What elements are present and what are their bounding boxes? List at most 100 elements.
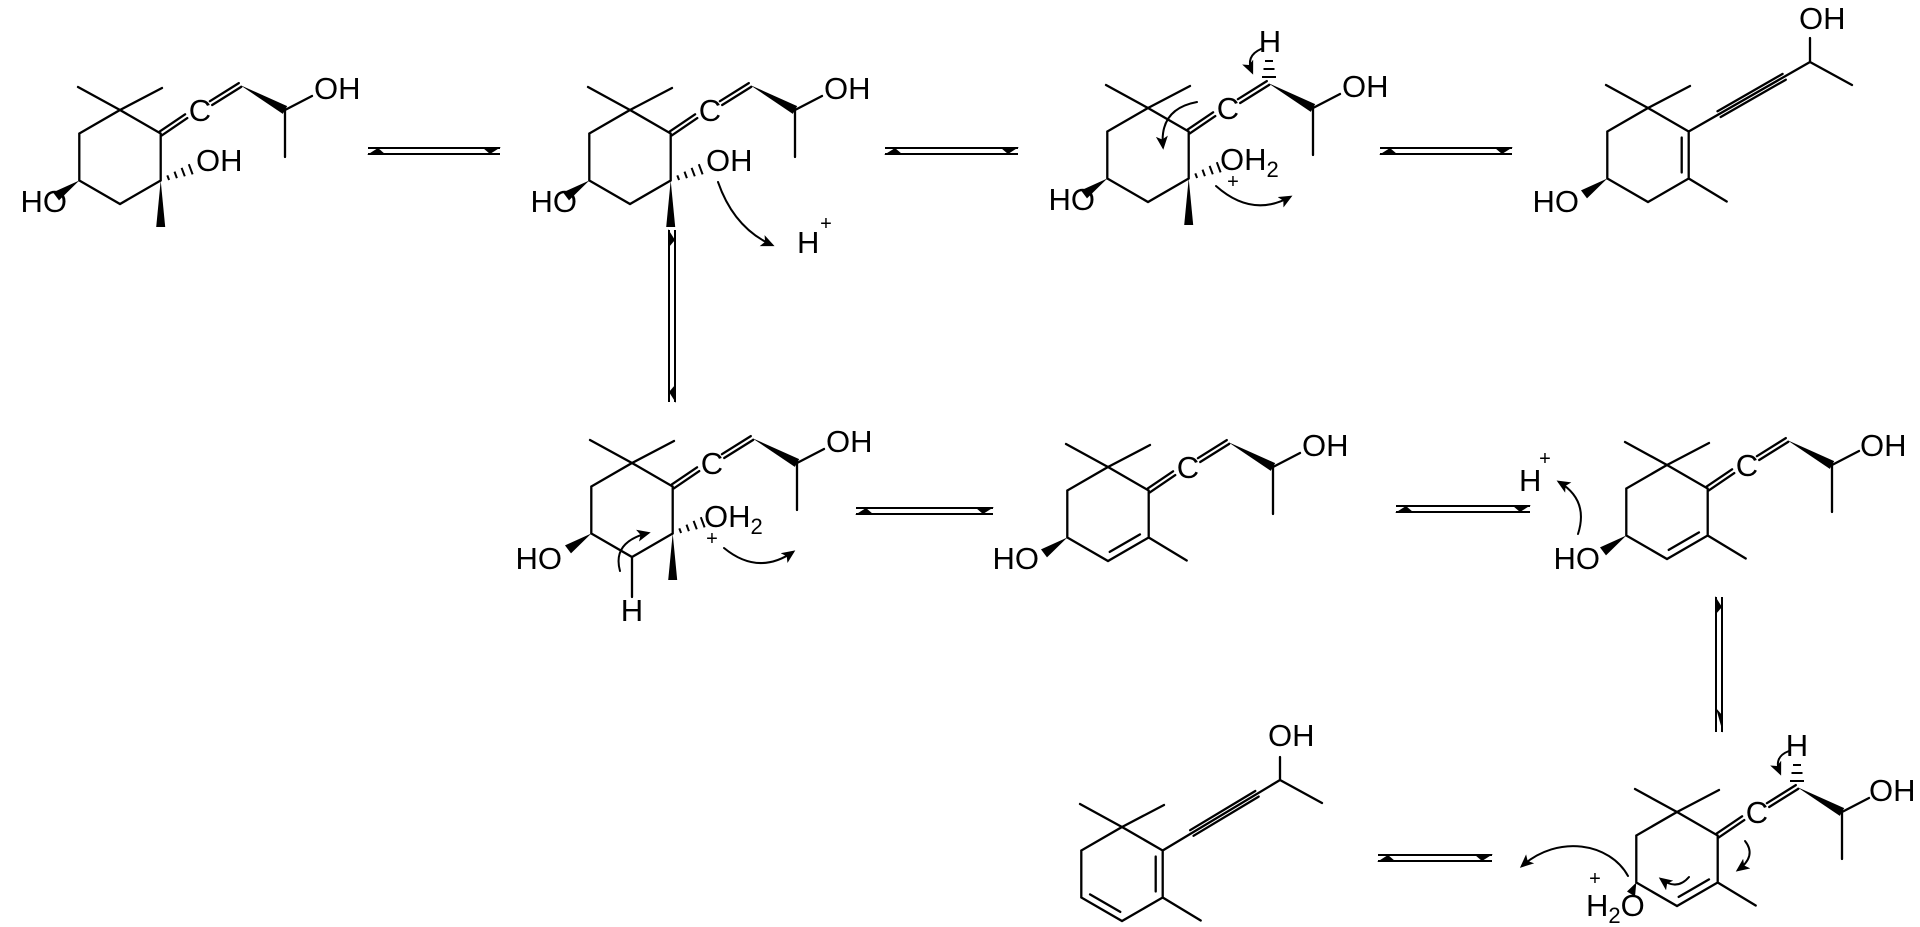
ring-double-bond-inner-left: [1088, 893, 1122, 914]
equilibrium-arrow-8: [1377, 854, 1493, 862]
hashed-bond-oxonium: [678, 516, 706, 534]
curved-arrow-ring-pi-shift: [1658, 876, 1690, 891]
ring-double-bond-inner: [1677, 878, 1711, 899]
harpoon-reverse-barb: [1377, 855, 1395, 862]
wedge-bond-hydroxyl: [565, 533, 592, 554]
label-oxonium-charge: +: [1227, 171, 1239, 193]
allene-double-bonds: [1705, 436, 1790, 492]
harpoon-reverse-barb: [1395, 506, 1413, 513]
label-ho-ring: HO: [516, 541, 563, 576]
label-oxonium-charge: +: [706, 528, 718, 550]
hashed-bond-oxonium: [1194, 161, 1222, 179]
harpoon-forward-barb: [483, 147, 501, 154]
label-h2o: H2O: [1586, 888, 1645, 927]
equilibrium-arrow-5: [855, 507, 994, 515]
label-oh-chain: OH: [1860, 428, 1907, 463]
label-ho-ring: HO: [531, 184, 578, 219]
label-oh-chain: OH: [1869, 773, 1916, 808]
curved-arrow-oh-to-proton: [717, 181, 775, 247]
label-oh-chain: OH: [824, 71, 871, 106]
label-h-plus-charge: +: [820, 213, 832, 235]
hashed-bond-ring-oh: [676, 163, 704, 181]
label-h-plus: H: [1519, 463, 1541, 498]
harpoon-down-barb: [669, 385, 676, 403]
hashed-bond-allene-h: [1262, 60, 1276, 78]
allene-double-bonds: [668, 81, 753, 137]
label-oxonium: OH2: [704, 499, 763, 539]
wedge-bond-carbinol: [240, 85, 288, 114]
label-oh-chain: OH: [826, 424, 873, 459]
skeleton-bonds: [1064, 442, 1302, 563]
label-oh-chain: OH: [1302, 428, 1349, 463]
curved-arrow-ch-shift: [1770, 750, 1790, 776]
equilibrium-arrow-4-vertical: [668, 229, 676, 403]
label-allene-carbon: C: [1746, 795, 1768, 830]
curved-arrow-water-leaves: [1519, 845, 1629, 877]
hashed-bond-ring-oh: [166, 163, 194, 181]
label-allene-h: H: [1259, 24, 1281, 59]
structure-3-oxonium-allene-elimination: HO OH2 + C H OH: [1049, 24, 1389, 225]
wedge-bond-carbinol: [1268, 83, 1316, 112]
structure-7-diol-protonation: HO C OH H +: [1519, 428, 1907, 576]
equilibrium-arrow-1: [367, 147, 501, 155]
curved-arrow-ch-to-ring: [617, 529, 651, 572]
label-ho-ring: HO: [1533, 184, 1580, 219]
structure-4-cyclohexene-alkynol: HO OH: [1533, 1, 1854, 219]
curved-arrow-water-leaves: [1215, 185, 1293, 208]
skeleton-bonds: [1633, 787, 1871, 908]
harpoon-up-barb: [1715, 596, 1722, 614]
ring-double-bond-inner: [1667, 531, 1701, 552]
label-allene-carbon: C: [1736, 448, 1758, 483]
wedge-bond-carbinol: [1228, 442, 1276, 471]
harpoon-reverse-barb: [884, 148, 902, 155]
structure-8-cyclohexadiene-alkynol: OH: [1078, 718, 1324, 923]
wedge-bond-methyl: [1184, 178, 1194, 225]
structure-6-cyclohexene-allenic-diol: HO C OH: [993, 428, 1349, 576]
hashed-bond-allene-h: [1790, 764, 1804, 782]
wedge-bond-hydroxyl: [53, 180, 80, 201]
curved-arrow-ch-shift: [1242, 48, 1262, 75]
harpoon-reverse-barb: [1379, 148, 1397, 155]
wedge-bond-methyl: [668, 533, 678, 580]
label-allene-carbon: C: [701, 446, 723, 481]
label-allene-carbon: C: [699, 93, 721, 128]
equilibrium-arrow-2: [884, 147, 1019, 155]
structure-2-protonation: HO OH C OH H +: [531, 71, 871, 260]
wedge-bond-hydroxyl: [1600, 535, 1627, 556]
label-oh-chain: OH: [1799, 1, 1846, 36]
allene-double-bonds: [1146, 438, 1231, 494]
label-ring-h: H: [621, 593, 643, 628]
wedge-bond-carbinol: [752, 438, 800, 467]
curved-arrow-water-leaves: [723, 547, 796, 565]
harpoon-forward-barb: [1513, 505, 1531, 512]
label-oh-chain: OH: [1268, 718, 1315, 753]
harpoon-forward-barb: [976, 507, 994, 514]
ring-double-bond-inner: [1108, 533, 1142, 554]
wedge-bond-carbinol: [750, 85, 798, 114]
label-oh-chain: OH: [314, 71, 361, 106]
harpoon-up-barb: [668, 229, 675, 247]
harpoon-forward-barb: [1001, 147, 1019, 154]
harpoon-forward-barb: [1475, 854, 1493, 861]
curved-arrow-oh-to-proton: [1556, 480, 1582, 535]
skeleton-bonds: [588, 438, 826, 599]
allene-double-bonds: [158, 81, 243, 137]
wedge-bond-hydroxyl: [1581, 178, 1608, 199]
label-ho-ring: HO: [993, 541, 1040, 576]
label-allene-carbon: C: [1177, 450, 1199, 485]
label-ho-ring: HO: [1554, 541, 1601, 576]
label-allene-carbon: C: [1217, 91, 1239, 126]
wedge-bond-carbinol: [1797, 787, 1845, 816]
label-ho-ring: HO: [21, 184, 68, 219]
label-h-plus: H: [797, 225, 819, 260]
label-oxonium: OH2: [1220, 142, 1279, 182]
alkyne-side-lines: [1716, 72, 1787, 119]
skeleton-bonds: [1623, 440, 1861, 561]
label-allene-carbon: C: [189, 93, 211, 128]
harpoon-reverse-barb: [367, 148, 385, 155]
allene-double-bonds: [670, 434, 755, 490]
equilibrium-arrow-3: [1379, 147, 1513, 155]
harpoon-reverse-barb: [855, 508, 873, 515]
structure-5-oxonium-ring-elimination: HO OH2 + C H OH: [516, 424, 873, 628]
